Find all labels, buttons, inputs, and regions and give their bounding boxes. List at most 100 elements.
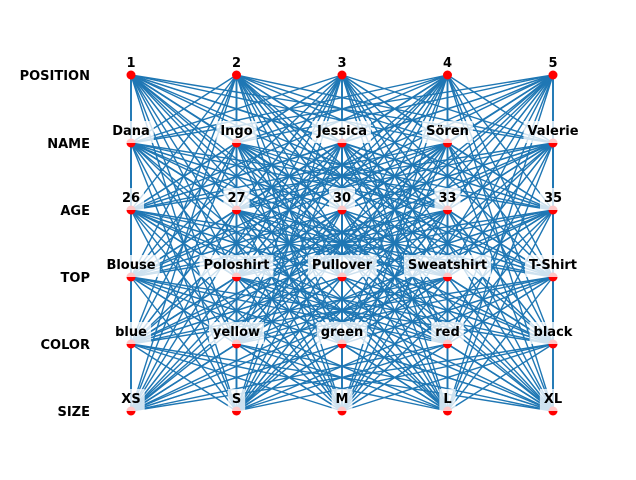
edge: [341, 343, 554, 412]
node-label: Pullover: [312, 258, 373, 273]
node-label: Ingo: [220, 124, 252, 139]
node-label: S: [232, 392, 241, 407]
row-label-position: POSITION: [20, 69, 90, 84]
node-label: black: [534, 325, 573, 340]
edge: [130, 209, 238, 345]
node-label-group: Jessica: [311, 121, 372, 143]
node-label-bg: [111, 322, 152, 344]
node-label-group: XL: [539, 389, 567, 411]
node-label-bg: [223, 188, 250, 210]
node-label-group: Sören: [422, 121, 473, 143]
node-label-group: 27: [223, 188, 250, 210]
edge: [130, 343, 343, 412]
node-label: blue: [115, 325, 147, 340]
node-label: 35: [544, 191, 562, 206]
node-label-group: 30: [328, 188, 356, 210]
node-label: 26: [122, 191, 140, 206]
edge: [447, 343, 554, 412]
node-label-bg: [307, 255, 377, 277]
node-label-group: Sweatshirt: [403, 255, 492, 277]
node-label-bg: [117, 389, 145, 411]
node-label: Sören: [426, 124, 469, 139]
node-label-group: 2: [232, 56, 241, 71]
node-label: Blouse: [106, 258, 155, 273]
node: [126, 70, 136, 80]
node-label-group: M: [331, 389, 353, 411]
node-label: Dana: [112, 124, 150, 139]
edge: [130, 343, 448, 412]
edge: [236, 209, 554, 345]
node-label-bg: [403, 255, 492, 277]
node-label: XL: [544, 392, 562, 407]
node-label-group: Dana: [108, 121, 154, 143]
node-label-bg: [539, 188, 567, 210]
node-label-bg: [227, 389, 246, 411]
node-label: 4: [443, 56, 452, 71]
node-label-group: yellow: [208, 322, 265, 344]
edge: [130, 343, 554, 412]
node: [337, 70, 347, 80]
node-label-group: Blouse: [102, 255, 160, 277]
node-label-group: 35: [539, 188, 567, 210]
node-label: 33: [438, 191, 456, 206]
row-label-age: AGE: [60, 204, 90, 219]
node-label-bg: [216, 121, 257, 143]
node-label-group: T-Shirt: [524, 255, 582, 277]
edge: [130, 276, 448, 412]
edge: [446, 209, 554, 345]
node-label-group: 5: [548, 56, 557, 71]
node-label: Jessica: [316, 124, 367, 139]
node-label: 3: [337, 56, 346, 71]
node-label-bg: [311, 121, 372, 143]
node-label-group: XS: [117, 389, 145, 411]
edge: [236, 276, 554, 412]
node-label: green: [321, 325, 364, 340]
node-label-bg: [208, 322, 265, 344]
node-label-group: L: [439, 389, 456, 411]
node-label-bg: [523, 121, 583, 143]
node-label-group: Poloshirt: [199, 255, 274, 277]
node-label-bg: [102, 255, 160, 277]
node-label-group: Pullover: [307, 255, 377, 277]
node-label: Poloshirt: [204, 258, 270, 273]
node-label: 1: [126, 56, 135, 71]
node-label-group: 3: [337, 56, 346, 71]
edge: [130, 209, 448, 345]
node-label-group: Valerie: [523, 121, 583, 143]
node-label: M: [336, 392, 349, 407]
edge: [130, 276, 238, 412]
node-label-bg: [439, 389, 456, 411]
node-label-group: 1: [126, 56, 135, 71]
node-label-group: black: [529, 322, 577, 344]
node-label-group: S: [227, 389, 246, 411]
node-label-bg: [108, 121, 154, 143]
node-label-group: 26: [117, 188, 145, 210]
row-label-name: NAME: [47, 137, 90, 152]
node-label-bg: [422, 121, 473, 143]
row-label-color: COLOR: [41, 338, 90, 353]
node-label-bg: [529, 322, 577, 344]
edge: [446, 276, 554, 412]
node-label: 30: [333, 191, 351, 206]
node: [443, 70, 452, 80]
node-label-bg: [434, 188, 461, 210]
node-label: 27: [227, 191, 245, 206]
node-label-bg: [117, 188, 145, 210]
node-label-bg: [328, 188, 356, 210]
node-label: red: [435, 325, 460, 340]
node-label-group: 33: [434, 188, 461, 210]
row-label-top: TOP: [61, 271, 90, 286]
node-label-bg: [524, 255, 582, 277]
node-label-bg: [331, 389, 353, 411]
node-label-group: green: [316, 322, 368, 344]
node: [548, 70, 558, 80]
node-label-bg: [431, 322, 464, 344]
node-label-group: Ingo: [216, 121, 257, 143]
node-label: T-Shirt: [529, 258, 577, 273]
node: [232, 70, 241, 80]
node-label-group: 4: [443, 56, 452, 71]
node-label: L: [443, 392, 451, 407]
